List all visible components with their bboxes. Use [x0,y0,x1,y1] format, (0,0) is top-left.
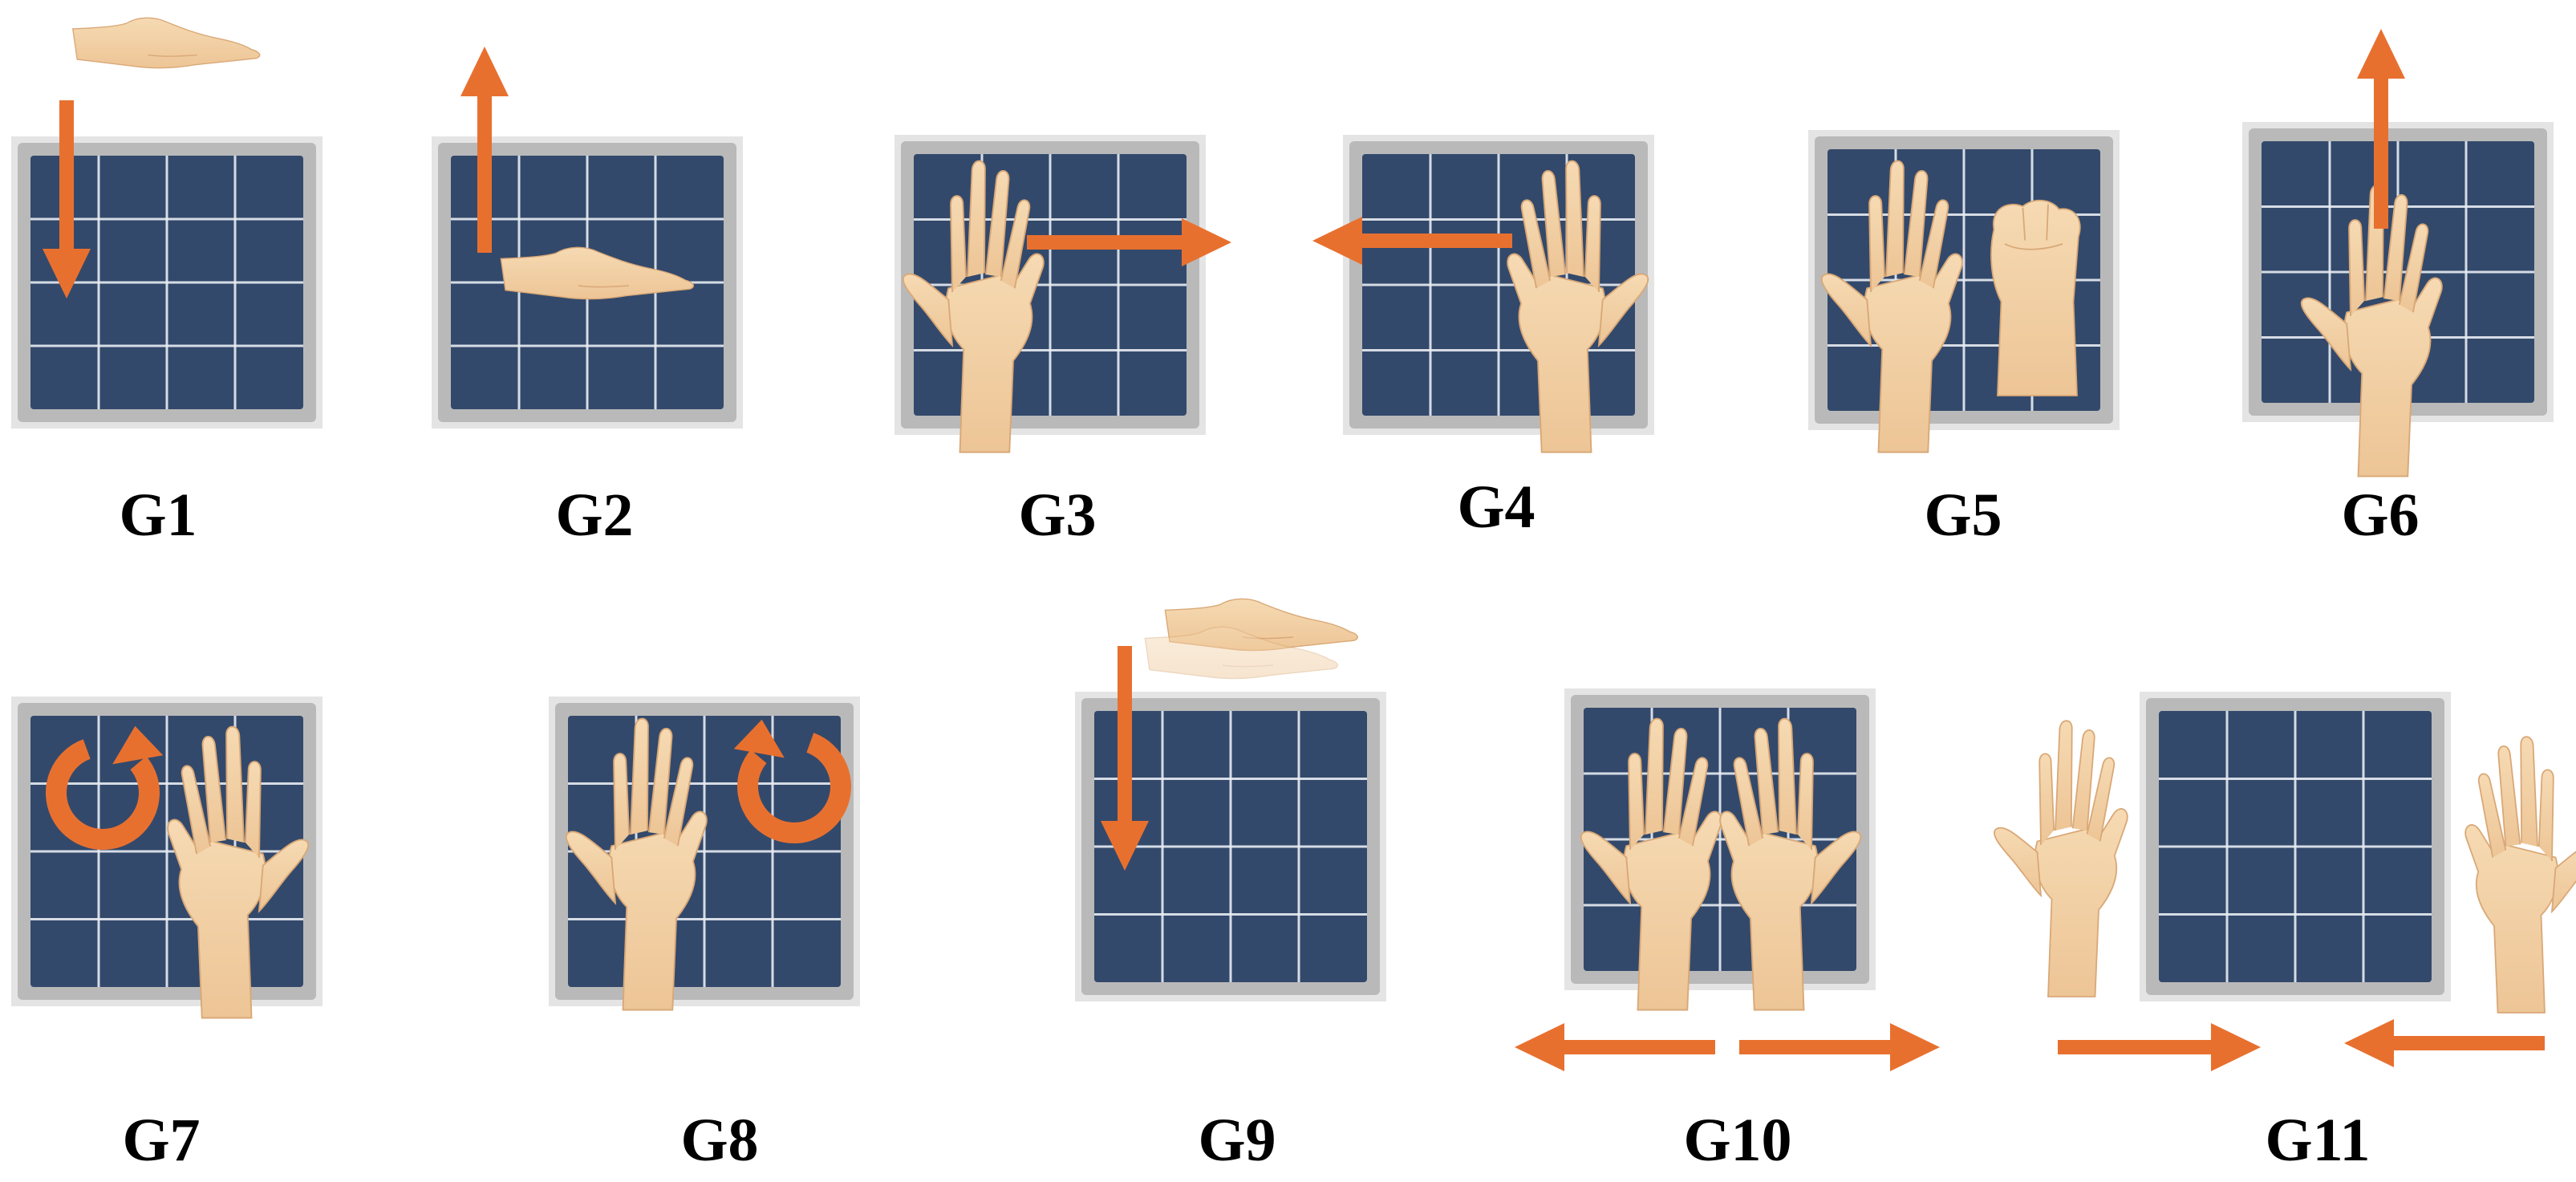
touch-pad-icon [895,135,1206,435]
gesture-label-g11: G11 [2265,1107,2371,1174]
touch-pad-icon [2140,692,2451,1001]
arrow-right-icon [1027,218,1231,266]
rotate-counterclockwise-icon [733,719,851,843]
rotate-clockwise-icon [46,725,164,850]
gesture-label-g5: G5 [1924,481,2002,549]
touch-pad-icon [11,136,323,429]
gesture-label-g2: G2 [555,481,634,549]
gesture-label-g6: G6 [2341,481,2420,549]
flat-hand-icon [72,17,261,69]
open-hand-icon [1994,720,2128,997]
touch-pad-icon [11,697,323,1006]
arrow-up-icon [2357,29,2405,229]
gesture-label-g9: G9 [1198,1107,1276,1174]
arrow-left-icon [1312,217,1512,265]
arrow-up-icon [460,47,509,253]
arrow-left-icon [2344,1019,2545,1067]
gesture-label-g7: G7 [122,1107,201,1174]
arrow-down-icon [1101,646,1149,871]
touch-pad-icon [1343,135,1654,435]
gesture-label-g8: G8 [680,1107,759,1174]
arrow-right-icon [2058,1023,2261,1071]
arrow-left-icon [1515,1023,1715,1071]
touch-pad-icon [1564,688,1876,990]
gesture-label-g10: G10 [1683,1107,1792,1174]
gesture-label-g4: G4 [1457,473,1535,541]
open-hand-icon [2464,736,2576,1013]
arrow-down-icon [43,100,91,299]
gesture-label-g3: G3 [1018,481,1097,549]
gesture-label-g1: G1 [119,481,197,549]
arrow-right-icon [1739,1023,1940,1071]
fist-icon [1990,199,2081,396]
